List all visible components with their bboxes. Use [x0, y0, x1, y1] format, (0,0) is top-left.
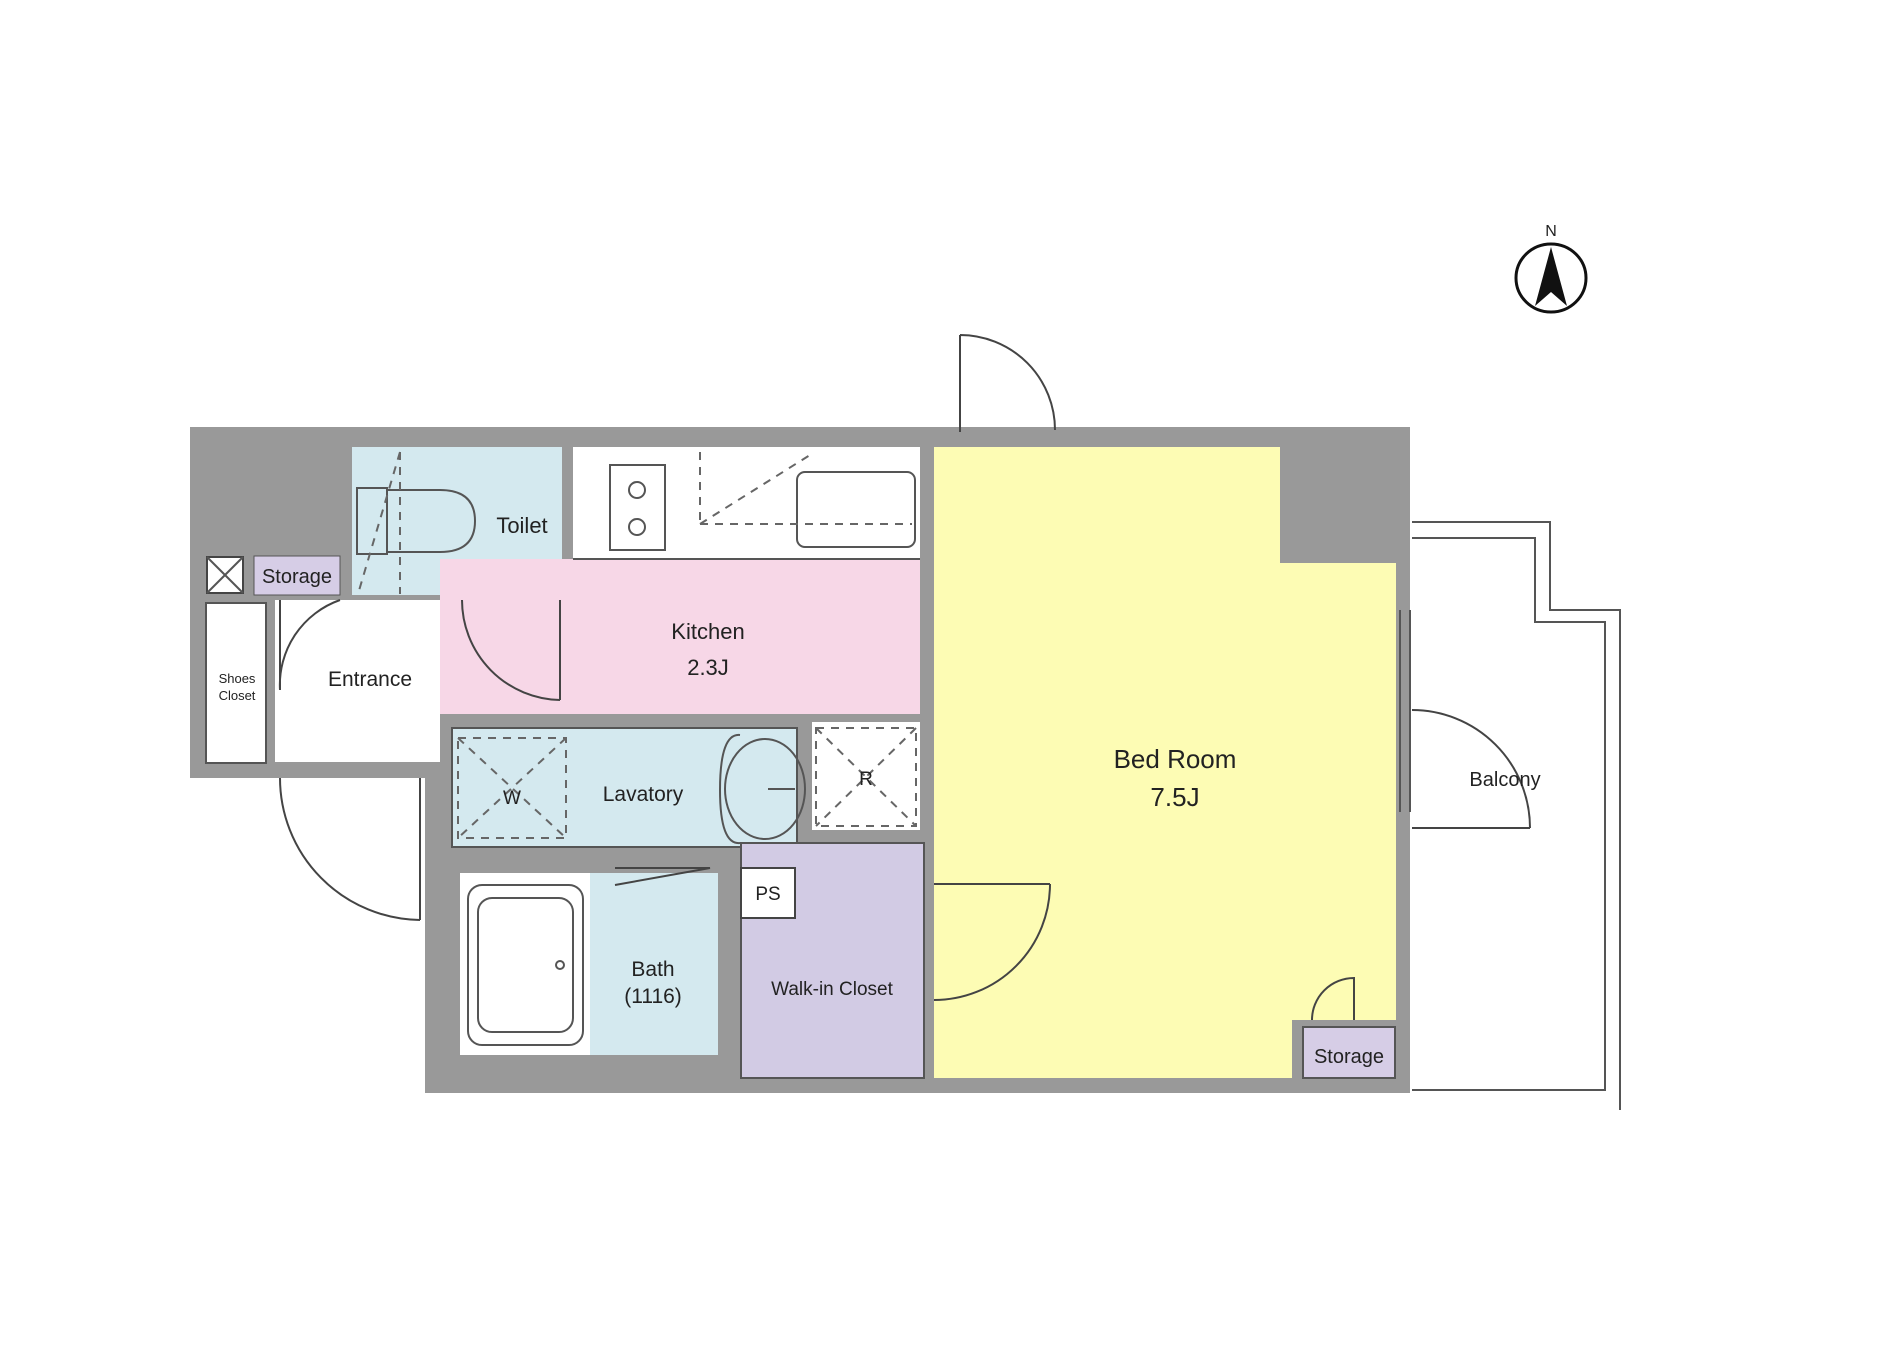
storage-bedroom-room	[1302, 1026, 1396, 1079]
balcony-rail	[1412, 521, 1621, 1110]
kitchen-size: 2.3J	[687, 655, 729, 680]
refrigerator-label: R	[859, 769, 873, 790]
entrance-inner-door[interactable]	[278, 599, 341, 691]
compass: N	[1514, 223, 1588, 314]
bath-area	[460, 873, 590, 1055]
shoes-closet-room	[205, 602, 267, 764]
exterior-cutout	[185, 778, 425, 1098]
front-door[interactable]	[279, 777, 421, 921]
bedroom-size: 7.5J	[1150, 782, 1199, 812]
storage-bedroom-door[interactable]	[1311, 976, 1355, 1021]
bath-room	[590, 873, 718, 1055]
storage-entrance-room	[253, 555, 341, 596]
compass-label: N	[1545, 223, 1557, 240]
storage-bedroom-label: Storage	[1314, 1046, 1384, 1068]
shoes-closet-label-1: Shoes	[219, 671, 256, 686]
pipe-space-label: PS	[755, 884, 780, 905]
bath-door[interactable]	[614, 867, 711, 886]
bath-label: Bath	[631, 958, 674, 981]
entrance-label: Entrance	[328, 668, 412, 691]
balcony-label: Balcony	[1469, 769, 1540, 791]
lavatory-label: Lavatory	[603, 783, 684, 806]
toilet-door[interactable]	[461, 599, 561, 701]
top-balcony-door[interactable]	[959, 334, 1056, 432]
washer-label: W	[503, 788, 521, 809]
shoes-closet-label-2: Closet	[219, 688, 256, 703]
bedroom-door[interactable]	[933, 883, 1051, 1001]
storage-entrance-label: Storage	[262, 566, 332, 588]
bedroom-room	[934, 447, 1396, 1078]
balcony-door[interactable]	[1411, 709, 1531, 829]
entrance-room	[275, 600, 440, 762]
kitchen-label: Kitchen	[671, 619, 744, 644]
kitchen-counter	[573, 447, 920, 559]
kitchen-room	[440, 559, 920, 714]
walk-in-closet-label: Walk-in Closet	[771, 979, 893, 1000]
toilet-label: Toilet	[496, 513, 547, 538]
bath-size: (1116)	[624, 985, 682, 1008]
bedroom-label: Bed Room	[1114, 744, 1237, 774]
